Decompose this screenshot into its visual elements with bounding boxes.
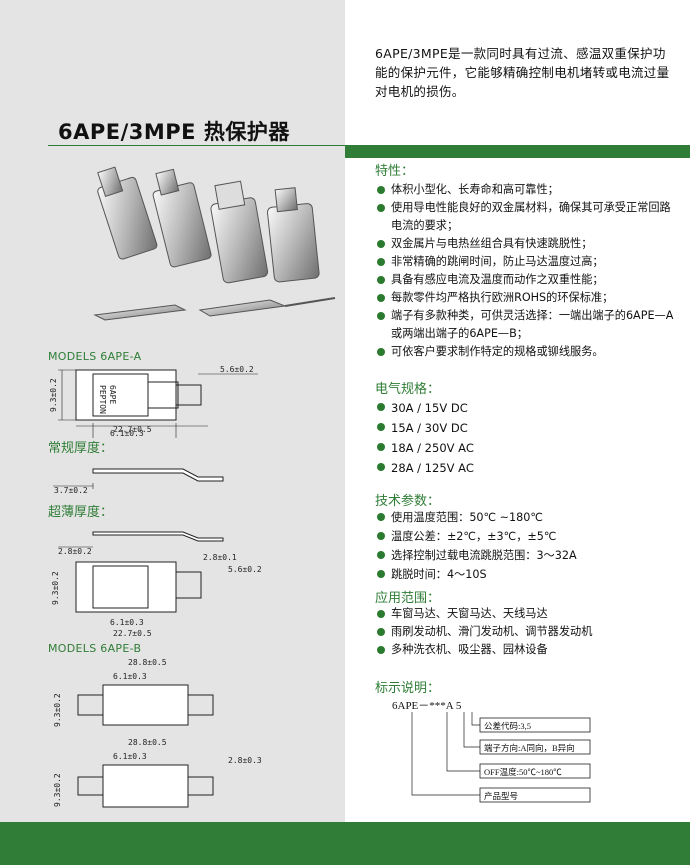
drawing-normal-side: 3.7±0.2 — [53, 468, 224, 495]
models-b-label: MODELS 6APE-B — [48, 642, 142, 655]
dim-9-3: 9.3±0.2 — [49, 378, 58, 412]
right-panel — [345, 0, 690, 822]
drawing-6ape-b-2: 28.8±0.5 6.1±0.3 2.8±0.3 9.3±0.2 — [53, 738, 262, 808]
application-item: 多种洗衣机、吸尘器、园林设备 — [375, 641, 675, 659]
technical-heading: 技术参数： — [375, 494, 441, 509]
legend-label-1: 公差代码:3,5 — [484, 721, 531, 731]
technical-item: 选择控制过载电流跳脱范围：3～32A — [375, 546, 675, 565]
electrical-item: 18A / 250V AC — [375, 438, 655, 458]
normal-thickness-label: 常规厚度： — [48, 441, 114, 456]
feature-item: 端子有多款种类，可供灵活选择：一端出端子的6APE—A或两端出端子的6APE—B… — [375, 307, 675, 343]
footer-band — [0, 822, 690, 865]
dim-2-8-c: 2.8±0.3 — [228, 756, 262, 765]
title-name: 热保护器 — [203, 120, 290, 144]
intro-text: 6APE/3MPE是一款同时具有过流、感温双重保护功能的保护元件，它能够精确控制… — [375, 46, 670, 99]
applications-list: 车窗马达、天窗马达、天线马达 雨刷发动机、滑门发动机、调节器发动机 多种洗衣机、… — [375, 605, 675, 659]
legend-code: 6APE－***A 5 — [392, 700, 462, 712]
feature-item: 可依客户要求制作特定的规格或铆线服务。 — [375, 343, 675, 361]
feature-item: 具备有感应电流及温度而动作之双重性能； — [375, 271, 675, 289]
application-item: 车窗马达、天窗马达、天线马达 — [375, 605, 675, 623]
dim-6-1-d: 6.1±0.3 — [113, 752, 147, 761]
title-band — [345, 145, 690, 158]
features-list: 体积小型化、长寿命和高可靠性； 使用导电性能良好的双金属材料，确保其可承受正常回… — [375, 181, 675, 361]
technical-item: 跳脱时间：4～10S — [375, 565, 675, 584]
dim-6-1-a: 6.1±0.3 — [110, 429, 144, 438]
dim-2-8-b: 2.8±0.1 — [203, 553, 237, 562]
dim-22-7-a: 22.7±0.5 — [113, 425, 152, 434]
electrical-item: 15A / 30V DC — [375, 418, 655, 438]
models-a-label: MODELS 6APE-A — [48, 350, 142, 363]
electrical-heading: 电气规格： — [375, 382, 441, 397]
product-photo — [93, 166, 336, 321]
electrical-item: 30A / 15V DC — [375, 398, 655, 418]
drawing-ultra-thin-top: 2.8±0.1 5.6±0.2 9.3±0.2 6.1±0.3 22.7±0.5 — [51, 553, 262, 638]
technical-item: 温度公差：±2℃，±3℃，±5℃ — [375, 527, 675, 546]
technical-item: 使用温度范围：50℃ ~180℃ — [375, 508, 675, 527]
feature-item: 非常精确的跳闸时间，防止马达温度过高； — [375, 253, 675, 271]
drawing-ultra-thin-side: 2.8±0.2 — [58, 531, 224, 556]
features-heading: 特性： — [375, 164, 415, 179]
electrical-item: 28A / 125V AC — [375, 458, 655, 478]
feature-item: 使用导电性能良好的双金属材料，确保其可承受正常回路电流的要求； — [375, 199, 675, 235]
applications-heading: 应用范围： — [375, 591, 441, 606]
dim-22-7-b: 22.7±0.5 — [113, 629, 152, 638]
dim-3-7: 3.7±0.2 — [54, 486, 88, 495]
drawing-6ape-b-1: 28.8±0.5 6.1±0.3 9.3±0.2 — [53, 658, 214, 727]
legend-heading: 标示说明： — [375, 681, 441, 696]
technical-list: 使用温度范围：50℃ ~180℃ 温度公差：±2℃，±3℃，±5℃ 选择控制过载… — [375, 508, 675, 584]
legend-label-3: OFF温度:50℃~180℃ — [484, 767, 562, 777]
legend-label-2: 端子方向:A同向，B异向 — [484, 743, 575, 753]
feature-item: 每款零件均严格执行欧洲ROHS的环保标准； — [375, 289, 675, 307]
ultra-thin-label: 超薄厚度： — [48, 505, 114, 520]
feature-item: 双金属片与电热丝组合具有快速跳脱性； — [375, 235, 675, 253]
dim-5-6-b: 5.6±0.2 — [228, 565, 262, 574]
legend-label-4: 产品型号 — [484, 791, 518, 801]
electrical-list: 30A / 15V DC 15A / 30V DC 18A / 250V AC … — [375, 398, 655, 478]
dim-9-3-c: 9.3±0.2 — [53, 693, 62, 727]
feature-item: 体积小型化、长寿命和高可靠性； — [375, 181, 675, 199]
body-text-2: 6APE — [108, 385, 117, 404]
drawing-6ape-a-top: 9.3±0.2 5.6±0.2 PEPTON 6APE 6.1±0.3 — [49, 365, 258, 438]
dim-6-1-b: 6.1±0.3 — [110, 618, 144, 627]
dim-28-8-b: 28.8±0.5 — [128, 738, 167, 747]
dim-9-3-d: 9.3±0.2 — [53, 773, 62, 807]
dim-5-6: 5.6±0.2 — [220, 365, 254, 374]
page-title: 6APE/3MPE 热保护器 — [58, 116, 290, 146]
marking-legend: 6APE－***A 5 公差代码:3,5 端子方向:A同向，B异向 OFF温度:… — [392, 700, 591, 803]
dim-9-3-b: 9.3±0.2 — [51, 571, 60, 605]
application-item: 雨刷发动机、滑门发动机、调节器发动机 — [375, 623, 675, 641]
dim-6-1-c: 6.1±0.3 — [113, 672, 147, 681]
dim-28-8-a: 28.8±0.5 — [128, 658, 167, 667]
body-text-1: PEPTON — [98, 385, 107, 414]
drawing-6ape-a-length: 22.7±0.5 — [76, 425, 208, 434]
dim-2-8: 2.8±0.2 — [58, 547, 92, 556]
title-model: 6APE/3MPE — [58, 120, 197, 144]
